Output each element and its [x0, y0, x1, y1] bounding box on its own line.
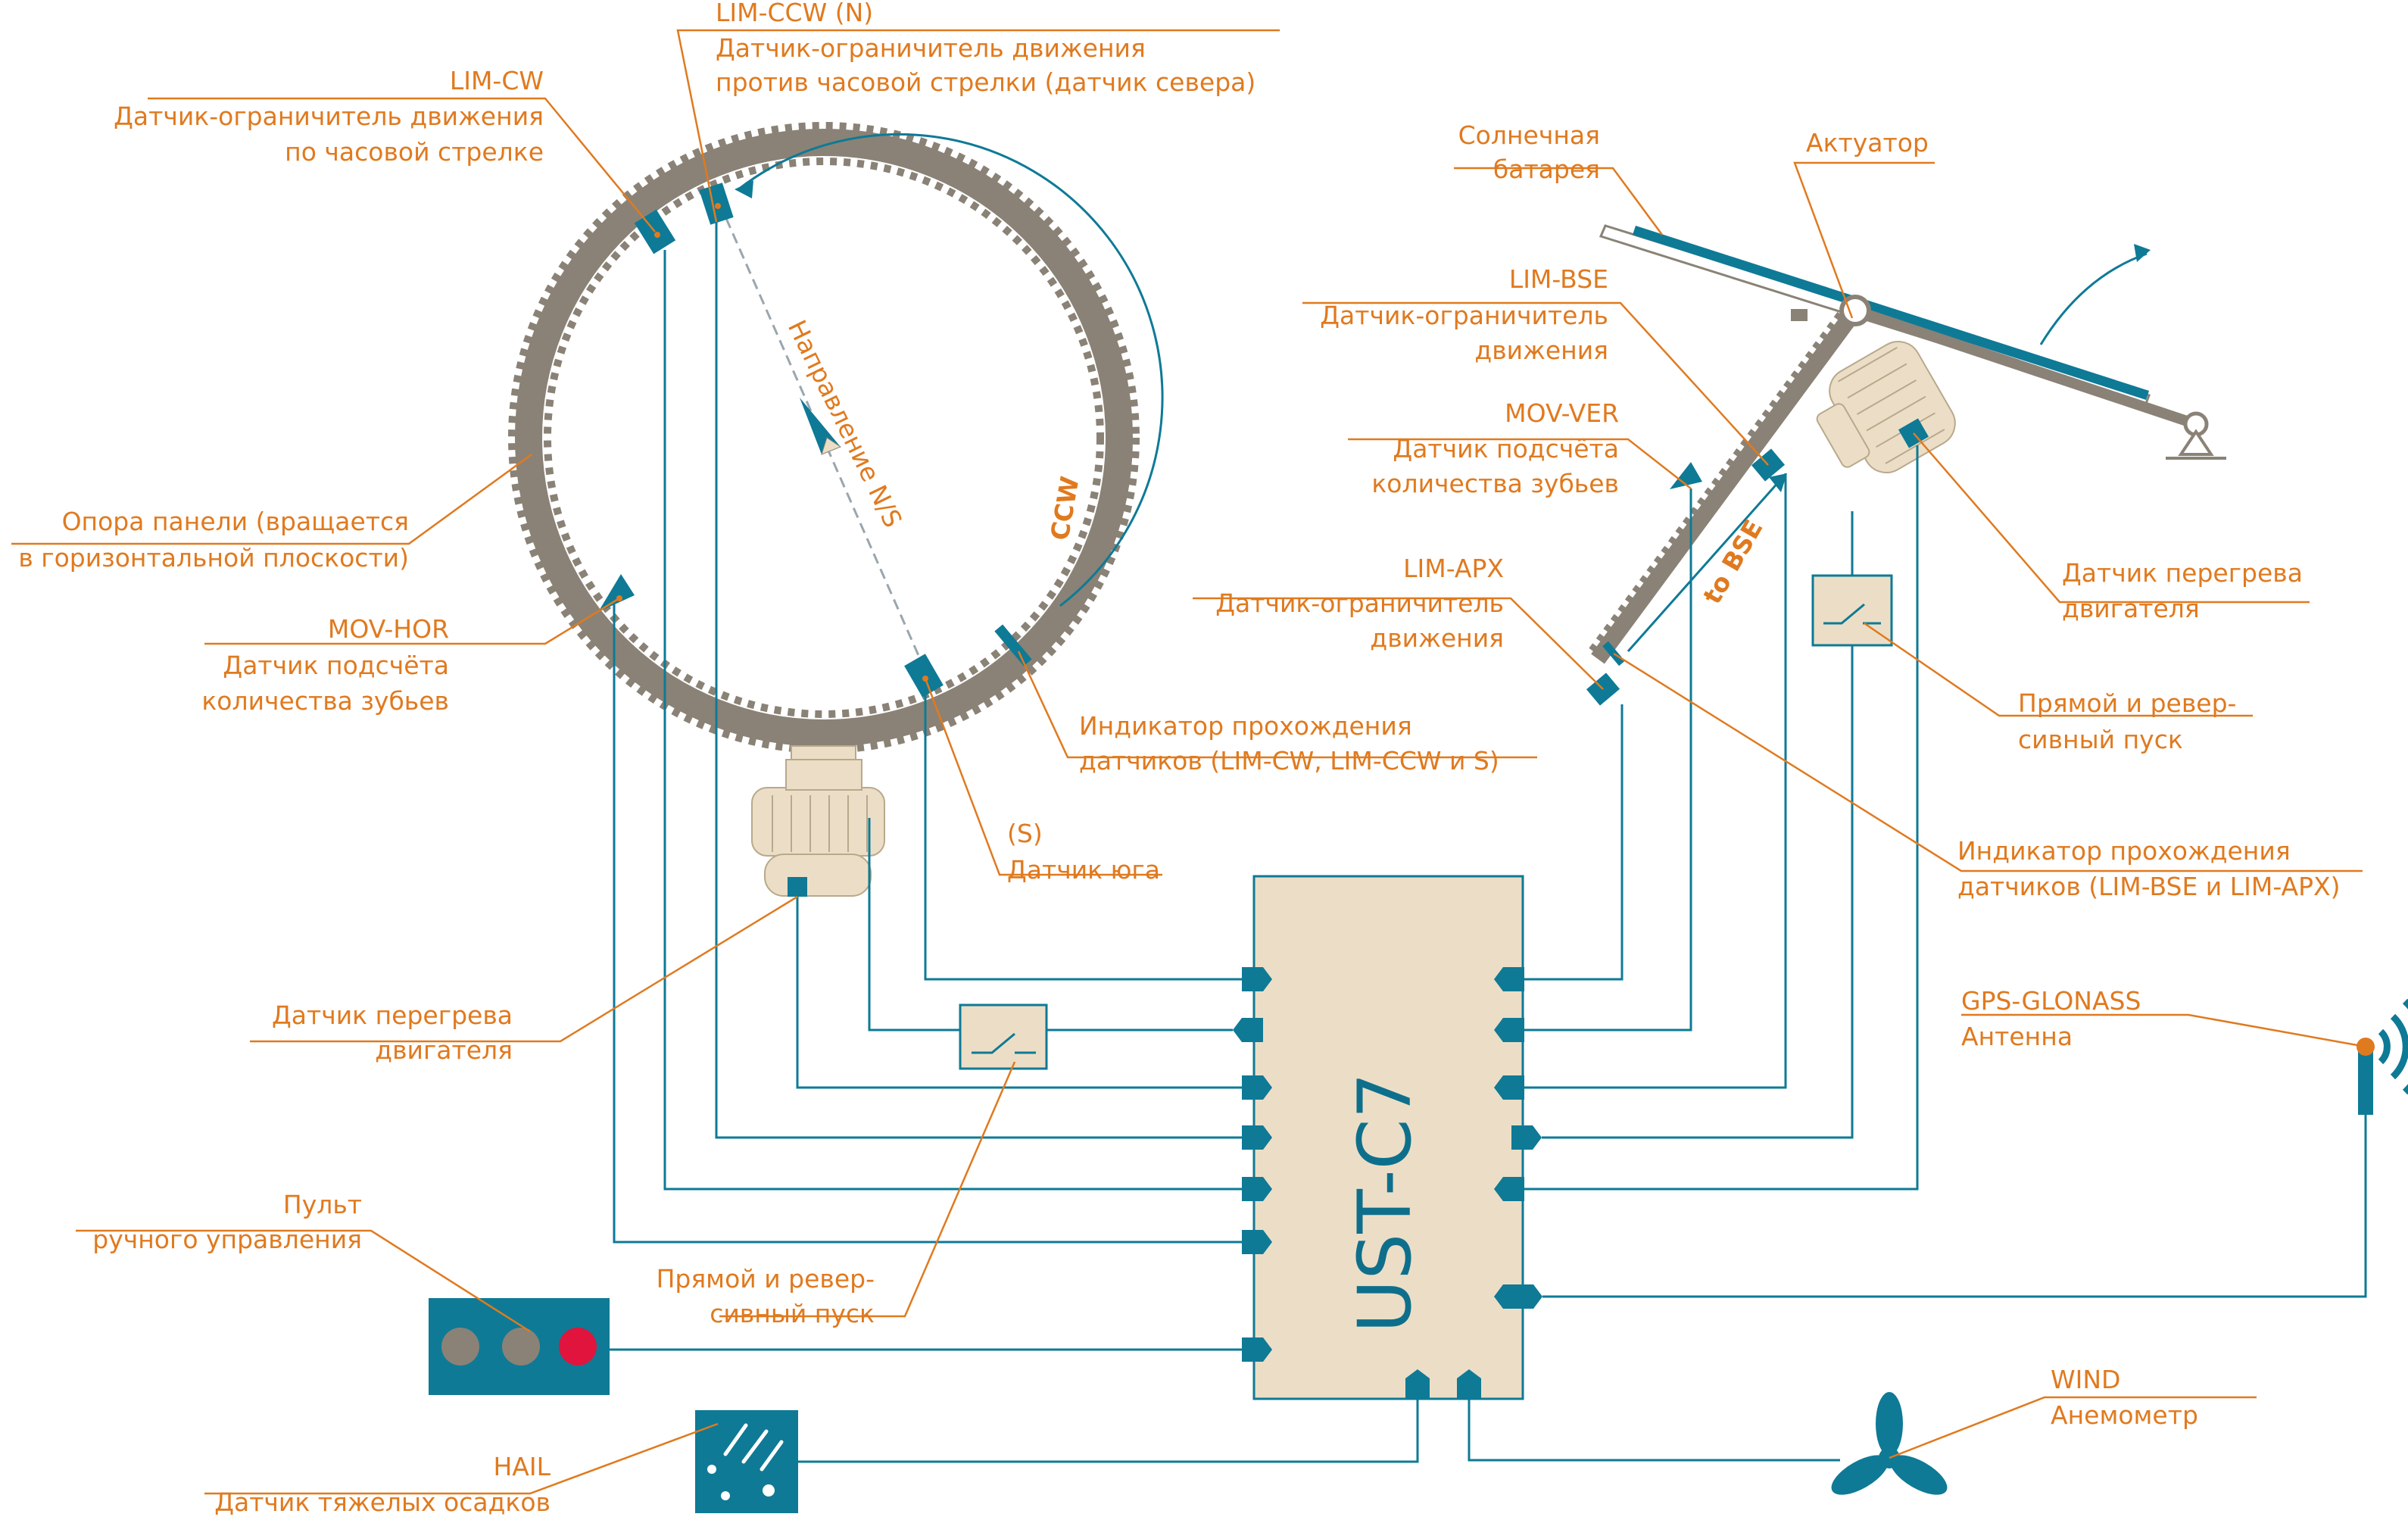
tilt-gear-rack — [1586, 302, 1862, 664]
start-1-desc-1: Прямой и ревер- — [657, 1264, 875, 1294]
overheat-1-desc-2: двигателя — [375, 1035, 513, 1065]
lim-apx-desc-1: Датчик-ограничитель — [1215, 588, 1504, 618]
start-reverse-box-1 — [959, 1003, 1048, 1070]
hail-code: HAIL — [493, 1452, 551, 1481]
azimuth-motor — [751, 745, 885, 897]
hail-desc: Датчик тяжелых осадков — [214, 1487, 551, 1517]
lim-ccw-desc-1: Датчик-ограничитель движения — [716, 33, 1146, 63]
south-code: (S) — [1007, 819, 1043, 848]
ns-direction-line — [718, 202, 922, 660]
overheat-1-desc-1: Датчик перегрева — [272, 1000, 513, 1030]
start-1-desc-2: сивный пуск — [710, 1299, 875, 1328]
hail-sensor — [695, 1410, 798, 1513]
gps-antenna — [2357, 998, 2408, 1115]
south-sensor — [904, 654, 944, 698]
azimuth-gear-ring — [508, 122, 1140, 754]
ccw-arrow — [735, 133, 1164, 607]
remote-desc-2: ручного управления — [92, 1225, 362, 1254]
port-start-1 — [1233, 1018, 1263, 1042]
lim-apx-desc-2: движения — [1370, 623, 1504, 653]
anemometer — [1831, 1392, 1948, 1495]
lim-ccw-desc-2: против часовой стрелки (датчик севера) — [716, 67, 1255, 97]
wind-code: WIND — [2051, 1365, 2120, 1394]
pass-indicator-2-desc-1: Индикатор прохождения — [1957, 836, 2291, 866]
to-bse-arrow — [1627, 473, 1787, 652]
pass-indicator-1-desc-1: Индикатор прохождения — [1079, 711, 1412, 741]
mov-ver-desc-1: Датчик подсчёта — [1393, 434, 1619, 463]
mov-hor-desc-1: Датчик подсчёта — [223, 651, 449, 680]
support-desc-1: Опора панели (вращается — [62, 507, 409, 536]
wiring — [610, 222, 2367, 1463]
support-desc-2: в горизонтальной плоскости) — [18, 543, 409, 573]
ns-direction-label: Направление N/S — [782, 315, 908, 532]
actuator-pivot — [1839, 295, 1871, 326]
pass-indicator-2-desc-2: датчиков (LIM-BSE и LIM-APX) — [1957, 872, 2340, 901]
lim-bse-desc-1: Датчик-ограничитель — [1320, 301, 1608, 330]
solar-desc-2: батарея — [1493, 154, 1600, 184]
tilt-arrow — [2039, 244, 2151, 345]
wind-desc: Анемометр — [2051, 1400, 2198, 1430]
mov-hor-sensor — [598, 574, 635, 612]
mov-ver-sensor — [1670, 462, 1702, 489]
overheat-2-desc-2: двигателя — [2062, 594, 2200, 623]
pass-indicator-1 — [994, 624, 1032, 666]
panel-pivot-arm — [1853, 305, 2226, 460]
remote-desc-1: Пульт — [283, 1190, 362, 1219]
actuator-label: Актуатор — [1806, 128, 1929, 158]
lim-bse-code: LIM-BSE — [1509, 264, 1608, 294]
start-2-desc-2: сивный пуск — [2018, 725, 2183, 754]
mov-hor-desc-2: количества зубьев — [201, 686, 449, 716]
manual-remote — [429, 1298, 610, 1395]
controller-name: UST-C7 — [1343, 1072, 1427, 1333]
lim-apx-code: LIM-APX — [1403, 554, 1504, 583]
lim-bse-desc-2: движения — [1474, 336, 1608, 365]
solar-desc-1: Солнечная — [1458, 120, 1600, 150]
south-desc: Датчик юга — [1007, 855, 1160, 885]
port-gps — [1494, 1284, 1542, 1309]
lim-cw-code: LIM-CW — [450, 66, 544, 95]
gps-desc: Антенна — [1961, 1022, 2073, 1051]
mov-hor-code: MOV-HOR — [328, 614, 449, 644]
mov-ver-desc-2: количества зубьев — [1371, 469, 1619, 498]
port-start-2 — [1511, 1125, 1542, 1150]
lim-ccw-code: LIM-CCW (N) — [716, 0, 873, 27]
ust-c7-controller — [1252, 875, 1524, 1400]
leader-lines — [11, 29, 2366, 1495]
overheat-2-desc-1: Датчик перегрева — [2062, 558, 2303, 588]
start-2-desc-1: Прямой и ревер- — [2018, 688, 2236, 718]
lim-cw-desc-1: Датчик-ограничитель движения — [114, 101, 544, 131]
gps-code: GPS-GLONASS — [1961, 986, 2141, 1016]
ccw-label: CCW — [1044, 474, 1084, 542]
panel-clamp — [1791, 309, 1808, 321]
pass-indicator-1-desc-2: датчиков (LIM-CW, LIM-CCW и S) — [1079, 746, 1499, 776]
lim-cw-desc-2: по часовой стрелке — [285, 137, 544, 167]
mov-ver-code: MOV-VER — [1505, 398, 1619, 428]
